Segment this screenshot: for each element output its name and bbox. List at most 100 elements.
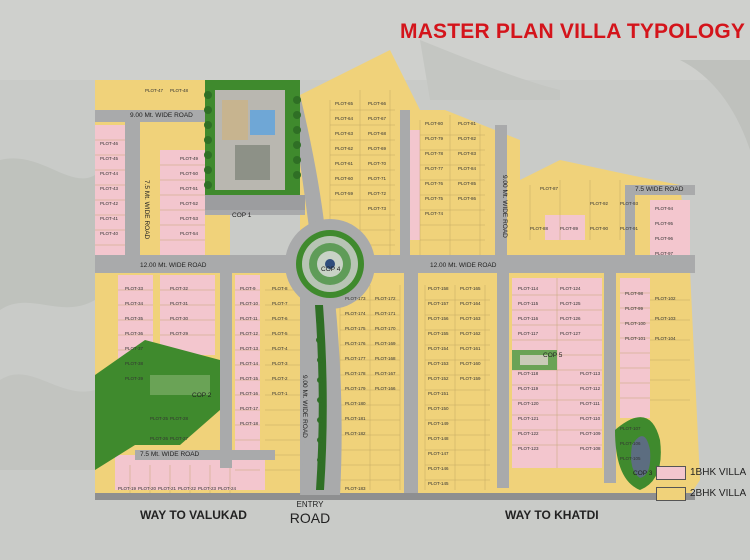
cop-label: COP 5	[543, 352, 563, 359]
plot-label: PLOT-179	[345, 386, 366, 391]
plot-label: PLOT-2	[272, 376, 288, 381]
plot-label: PLOT-81	[458, 121, 477, 126]
plot-label: PLOT-71	[368, 176, 387, 181]
plot-label: PLOT-83	[458, 151, 477, 156]
plot-label: PLOT-171	[375, 311, 396, 316]
plot-label: PLOT-147	[428, 451, 449, 456]
plot-label: PLOT-88	[530, 226, 549, 231]
plot-label: PLOT-67	[368, 116, 387, 121]
plot-label: PLOT-52	[180, 201, 199, 206]
plot-label: PLOT-95	[655, 221, 674, 226]
plot-label: PLOT-11	[240, 316, 258, 321]
legend-label-1bhk: 1BHK VILLA	[690, 467, 747, 478]
plot-label: PLOT-48	[170, 88, 189, 93]
plot-label: PLOT-94	[655, 206, 674, 211]
plot-label: PLOT-21	[158, 486, 177, 491]
plot-label: PLOT-16	[240, 391, 259, 396]
page-title: MASTER PLAN VILLA TYPOLOGY	[400, 20, 746, 43]
plot-label: PLOT-86	[458, 196, 477, 201]
plot-label: PLOT-3	[272, 361, 288, 366]
plot-label: PLOT-117	[518, 331, 539, 336]
plot-label: PLOT-27	[170, 436, 189, 441]
plot-label: PLOT-121	[518, 416, 539, 421]
legend-swatch-2bhk	[656, 487, 686, 501]
plot-label: PLOT-7	[272, 301, 288, 306]
plot-label: PLOT-25	[150, 416, 169, 421]
plot-label: PLOT-9	[240, 286, 256, 291]
plot-label: PLOT-64	[335, 116, 354, 121]
plot-label: PLOT-73	[368, 206, 387, 211]
road-label-bottom-left: 7.5 Mt. WIDE ROAD	[140, 451, 200, 458]
plot-label: PLOT-97	[655, 251, 674, 256]
plot-label: PLOT-85	[458, 181, 477, 186]
road-network	[95, 95, 695, 500]
plot-label: PLOT-15	[240, 376, 259, 381]
plot-grid	[95, 90, 690, 495]
plot-label: PLOT-79	[425, 136, 444, 141]
road-label-v900: 9.00 Mt. WIDE ROAD	[501, 175, 508, 238]
plot-label: PLOT-149	[428, 421, 449, 426]
plot-label: PLOT-20	[138, 486, 157, 491]
plot-label: PLOT-166	[375, 386, 396, 391]
plot-label: PLOT-8	[272, 286, 288, 291]
road-label-main-right: 12.00 Mt. WIDE ROAD	[430, 262, 497, 269]
plot-label: PLOT-174	[345, 311, 366, 316]
cop-label: COP 2	[192, 392, 212, 399]
plot-label: PLOT-111	[580, 401, 600, 406]
plot-label: PLOT-165	[460, 286, 481, 291]
plot-label: PLOT-26	[150, 436, 169, 441]
plot-label: PLOT-61	[335, 161, 354, 166]
plot-label: PLOT-44	[100, 171, 119, 176]
plot-label: PLOT-14	[240, 361, 259, 366]
plot-label: PLOT-103	[655, 316, 676, 321]
plot-label: PLOT-36	[125, 331, 144, 336]
plot-label: PLOT-126	[560, 316, 581, 321]
plot-label: PLOT-65	[335, 101, 354, 106]
plot-label: PLOT-156	[428, 316, 449, 321]
plot-label: PLOT-109	[580, 431, 601, 436]
plot-label: PLOT-108	[580, 446, 601, 451]
plot-label: PLOT-164	[460, 301, 481, 306]
plot-label: PLOT-75	[425, 196, 444, 201]
plot-label: PLOT-47	[145, 88, 164, 93]
plot-label: PLOT-70	[368, 161, 387, 166]
plot-label: PLOT-4	[272, 346, 288, 351]
plot-label: PLOT-87	[540, 186, 559, 191]
plot-label: PLOT-74	[425, 211, 444, 216]
plot-label: PLOT-46	[100, 141, 119, 146]
way-to-valukad-label: WAY TO VALUKAD	[140, 508, 247, 522]
plot-label: PLOT-125	[560, 301, 581, 306]
plot-label: PLOT-19	[118, 486, 137, 491]
road-label-v-entry: 9.00 Mt. WIDE ROAD	[301, 375, 308, 438]
plot-label: PLOT-33	[125, 286, 144, 291]
way-to-khatdi-label: WAY TO KHATDI	[505, 508, 599, 522]
plot-label: PLOT-176	[345, 341, 366, 346]
plot-label: PLOT-168	[375, 356, 396, 361]
plot-label: PLOT-24	[218, 486, 237, 491]
plot-label: PLOT-51	[180, 186, 199, 191]
plot-label: PLOT-28	[170, 416, 189, 421]
cop3-pond	[615, 417, 661, 490]
cop-label: COP 3	[633, 470, 653, 477]
plot-label: PLOT-23	[198, 486, 217, 491]
plot-label: PLOT-37	[125, 346, 144, 351]
plot-label: PLOT-31	[170, 301, 189, 306]
plot-label: PLOT-122	[518, 431, 539, 436]
plot-label: PLOT-102	[655, 296, 676, 301]
plot-label: PLOT-18	[240, 421, 259, 426]
plot-label: PLOT-82	[458, 136, 477, 141]
plot-label: PLOT-153	[428, 361, 449, 366]
road-label-top-right: 7.5 WIDE ROAD	[635, 186, 684, 193]
entry-label: ENTRY	[296, 500, 324, 509]
plot-label: PLOT-62	[335, 146, 354, 151]
plot-label: PLOT-120	[518, 401, 539, 406]
plot-label: PLOT-84	[458, 166, 477, 171]
plot-label: PLOT-49	[180, 156, 199, 161]
plot-label: PLOT-170	[375, 326, 396, 331]
roundabout	[285, 219, 375, 309]
plot-label: PLOT-38	[125, 361, 144, 366]
plot-label: PLOT-17	[240, 406, 259, 411]
plot-label: PLOT-106	[620, 441, 641, 446]
plot-label: PLOT-68	[368, 131, 387, 136]
